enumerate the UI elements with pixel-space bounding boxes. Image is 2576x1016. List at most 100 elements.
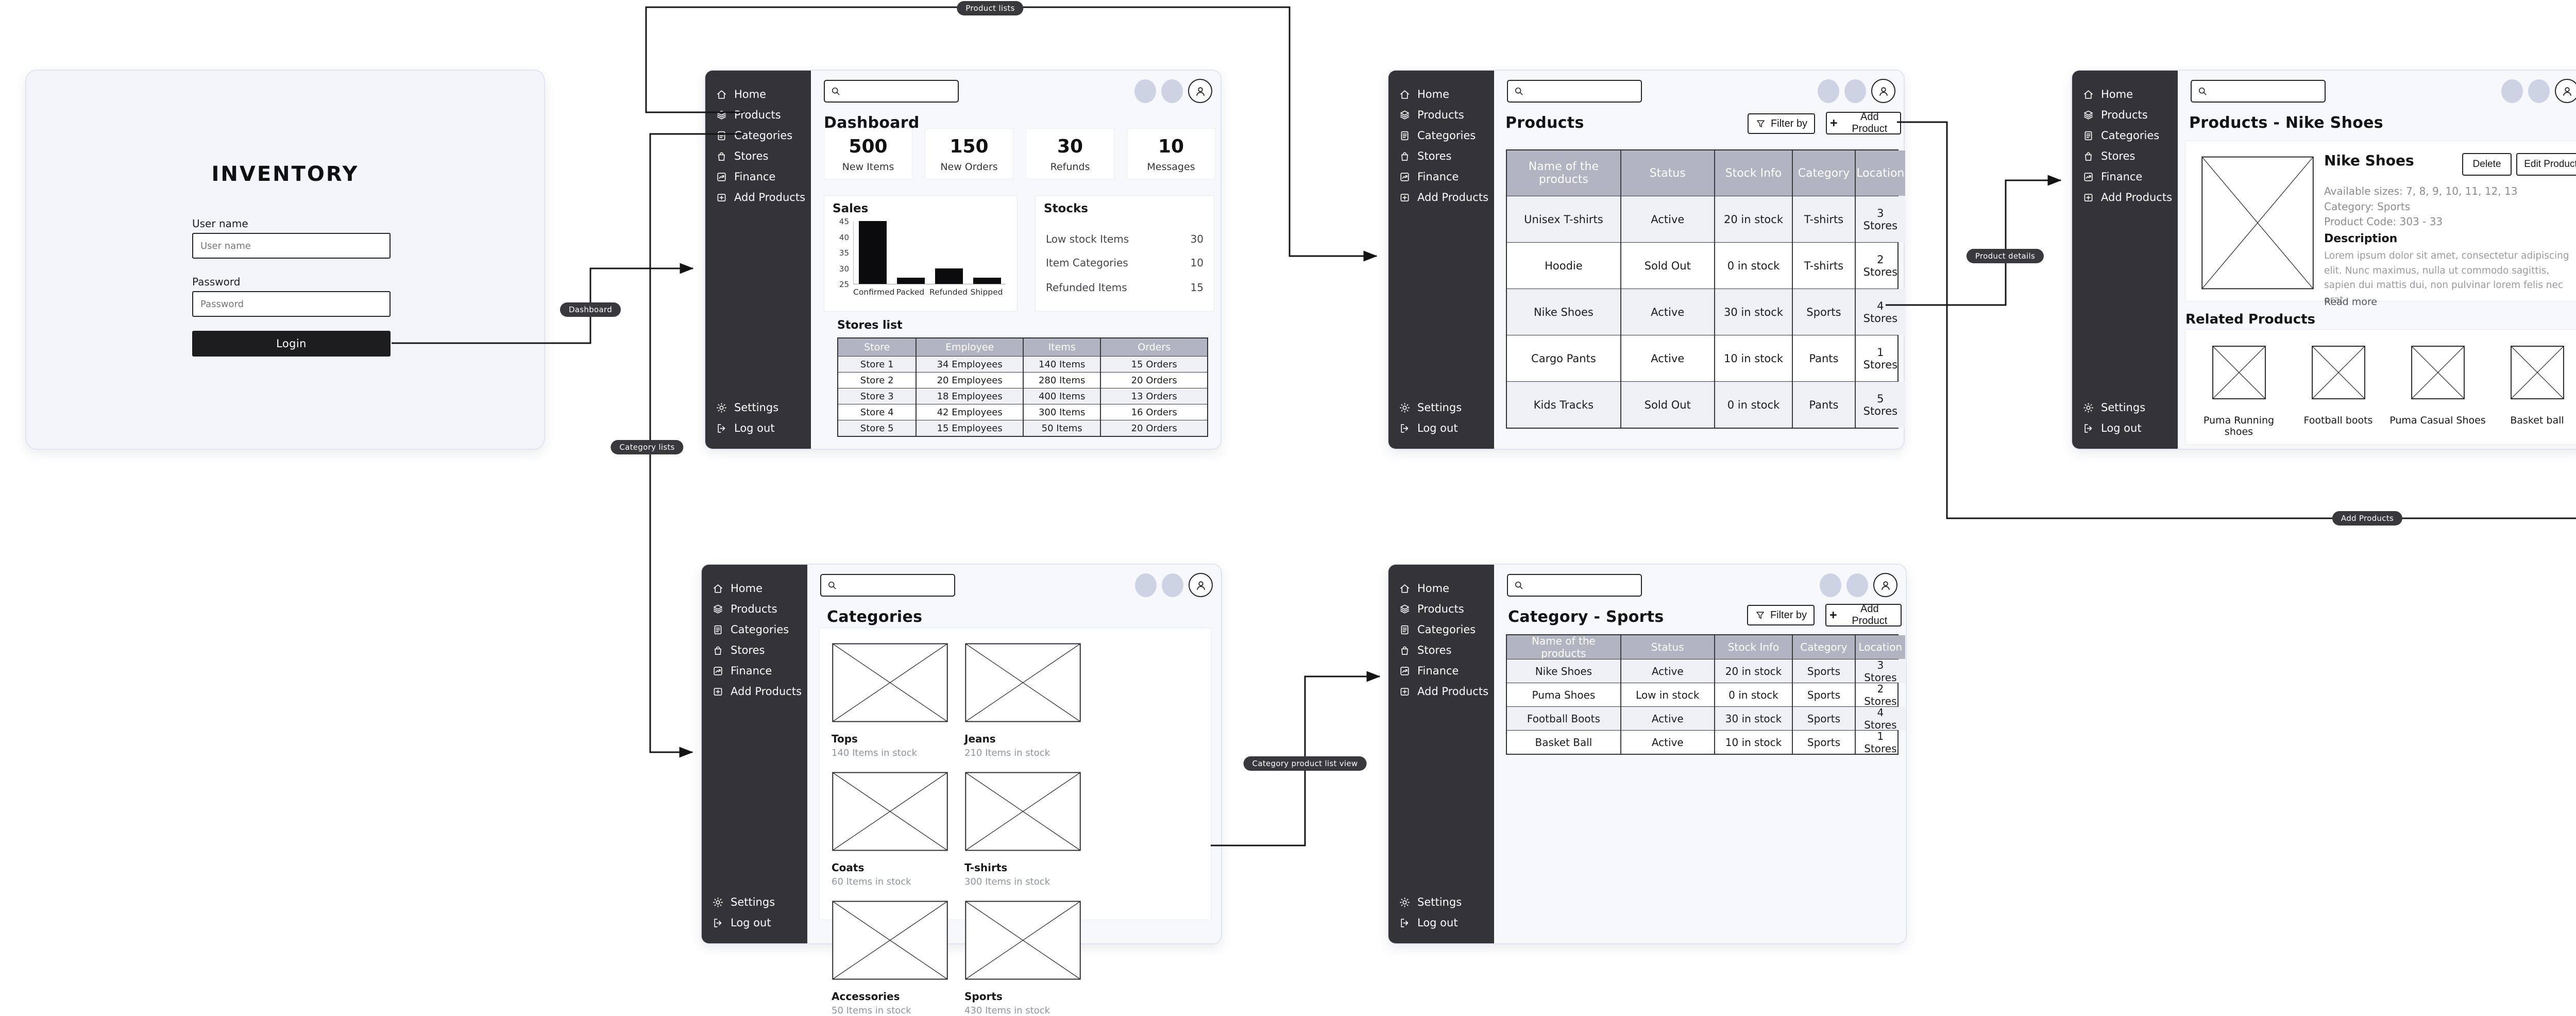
category-name: T-shirts xyxy=(964,861,1008,874)
filter-by-button[interactable]: Filter by xyxy=(1748,113,1815,134)
sidebar-item-add-products[interactable]: Add Products xyxy=(1388,681,1494,702)
password-field[interactable] xyxy=(192,291,391,317)
sidebar-item-products[interactable]: Products xyxy=(1388,599,1494,619)
sidebar-item-finance[interactable]: Finance xyxy=(1388,166,1494,187)
username-label: User name xyxy=(192,217,248,230)
category-image-placeholder xyxy=(832,643,948,722)
sidebar-item-home[interactable]: Home xyxy=(705,84,811,105)
home-icon xyxy=(712,583,724,595)
filter-by-button[interactable]: Filter by xyxy=(1747,605,1815,625)
username-field[interactable] xyxy=(192,233,391,259)
categories-icon xyxy=(1399,624,1411,636)
sidebar-item-home[interactable]: Home xyxy=(1388,578,1494,599)
sidebar-item-add-products[interactable]: Add Products xyxy=(705,187,811,208)
user-avatar-button[interactable] xyxy=(2555,79,2576,103)
sidebar-item-logout[interactable]: Log out xyxy=(1388,912,1494,933)
sidebar-item-add-products[interactable]: Add Products xyxy=(2072,187,2178,208)
sidebar-item-settings[interactable]: Settings xyxy=(1388,892,1494,912)
search-input[interactable] xyxy=(1529,579,1636,591)
sidebar-item-logout[interactable]: Log out xyxy=(702,912,807,933)
sidebar-item-stores[interactable]: Stores xyxy=(702,640,807,661)
delete-button[interactable]: Delete xyxy=(2462,153,2512,176)
search-input[interactable] xyxy=(845,85,953,97)
sidebar-item-settings[interactable]: Settings xyxy=(2072,397,2178,418)
user-avatar-button[interactable] xyxy=(1189,573,1213,597)
sidebar-item-categories[interactable]: Categories xyxy=(702,619,807,640)
sidebar-item-categories[interactable]: Categories xyxy=(2072,125,2178,146)
related-product-item[interactable]: Puma Running shoes xyxy=(2189,334,2289,437)
sidebar-item-add-products[interactable]: Add Products xyxy=(1388,187,1494,208)
sidebar-item-finance[interactable]: Finance xyxy=(702,661,807,681)
sidebar-item-finance[interactable]: Finance xyxy=(705,166,811,187)
sidebar-item-settings[interactable]: Settings xyxy=(1388,397,1494,418)
sidebar-item-products[interactable]: Products xyxy=(705,105,811,125)
topbar-avatars xyxy=(1820,573,1897,597)
read-more-link[interactable]: Read more xyxy=(2324,296,2377,308)
search-input[interactable] xyxy=(1529,85,1636,97)
add-product-button[interactable]: + Add Product xyxy=(1826,111,1901,134)
related-product-item[interactable]: Puma Casual Shoes xyxy=(2388,334,2487,437)
sidebar-item-home[interactable]: Home xyxy=(702,578,807,599)
sidebar-item-home[interactable]: Home xyxy=(1388,84,1494,105)
sidebar-item-categories[interactable]: Categories xyxy=(1388,619,1494,640)
sidebar-item-products[interactable]: Products xyxy=(702,599,807,619)
sidebar-item-stores[interactable]: Stores xyxy=(2072,146,2178,166)
sidebar-item-label: Log out xyxy=(1417,422,1458,434)
user-avatar-button[interactable] xyxy=(1871,79,1895,103)
sidebar-item-logout[interactable]: Log out xyxy=(705,418,811,438)
table-cell: Football Boots xyxy=(1507,707,1620,730)
sidebar-item-add-products[interactable]: Add Products xyxy=(702,681,807,702)
edit-product-button[interactable]: Edit Product xyxy=(2516,153,2576,176)
search-input[interactable] xyxy=(842,579,949,591)
sidebar-item-finance[interactable]: Finance xyxy=(1388,661,1494,681)
table-cell: Active xyxy=(1620,659,1714,683)
related-product-item[interactable]: Basket ball xyxy=(2487,334,2576,437)
sidebar-item-categories[interactable]: Categories xyxy=(1388,125,1494,146)
search-input[interactable] xyxy=(2212,85,2319,97)
sidebar-item-settings[interactable]: Settings xyxy=(702,892,807,912)
sidebar-item-stores[interactable]: Stores xyxy=(705,146,811,166)
related-product-item[interactable]: Football boots xyxy=(2289,334,2388,437)
stocks-title: Stocks xyxy=(1044,202,1088,215)
user-avatar-button[interactable] xyxy=(1873,573,1897,597)
sidebar-item-logout[interactable]: Log out xyxy=(1388,418,1494,438)
sidebar-item-categories[interactable]: Categories xyxy=(705,125,811,146)
sidebar-spacer xyxy=(1388,702,1494,892)
sidebar-item-settings[interactable]: Settings xyxy=(705,397,811,418)
user-avatar-button[interactable] xyxy=(1188,79,1212,103)
sidebar-item-home[interactable]: Home xyxy=(2072,84,2178,105)
table-cell: 15 Employees xyxy=(916,420,1023,436)
sidebar-item-label: Products xyxy=(1417,603,1464,615)
sidebar-item-products[interactable]: Products xyxy=(1388,105,1494,125)
sidebar-item-stores[interactable]: Stores xyxy=(1388,146,1494,166)
login-button[interactable]: Login xyxy=(192,331,391,357)
sidebar-item-products[interactable]: Products xyxy=(2072,105,2178,125)
sidebar-item-finance[interactable]: Finance xyxy=(2072,166,2178,187)
sidebar-item-logout[interactable]: Log out xyxy=(2072,418,2178,438)
related-product-image-placeholder xyxy=(2212,346,2266,399)
add-product-button[interactable]: + Add Product xyxy=(1825,603,1902,626)
search-bar xyxy=(1507,574,1642,597)
sidebar-item-stores[interactable]: Stores xyxy=(1388,640,1494,661)
